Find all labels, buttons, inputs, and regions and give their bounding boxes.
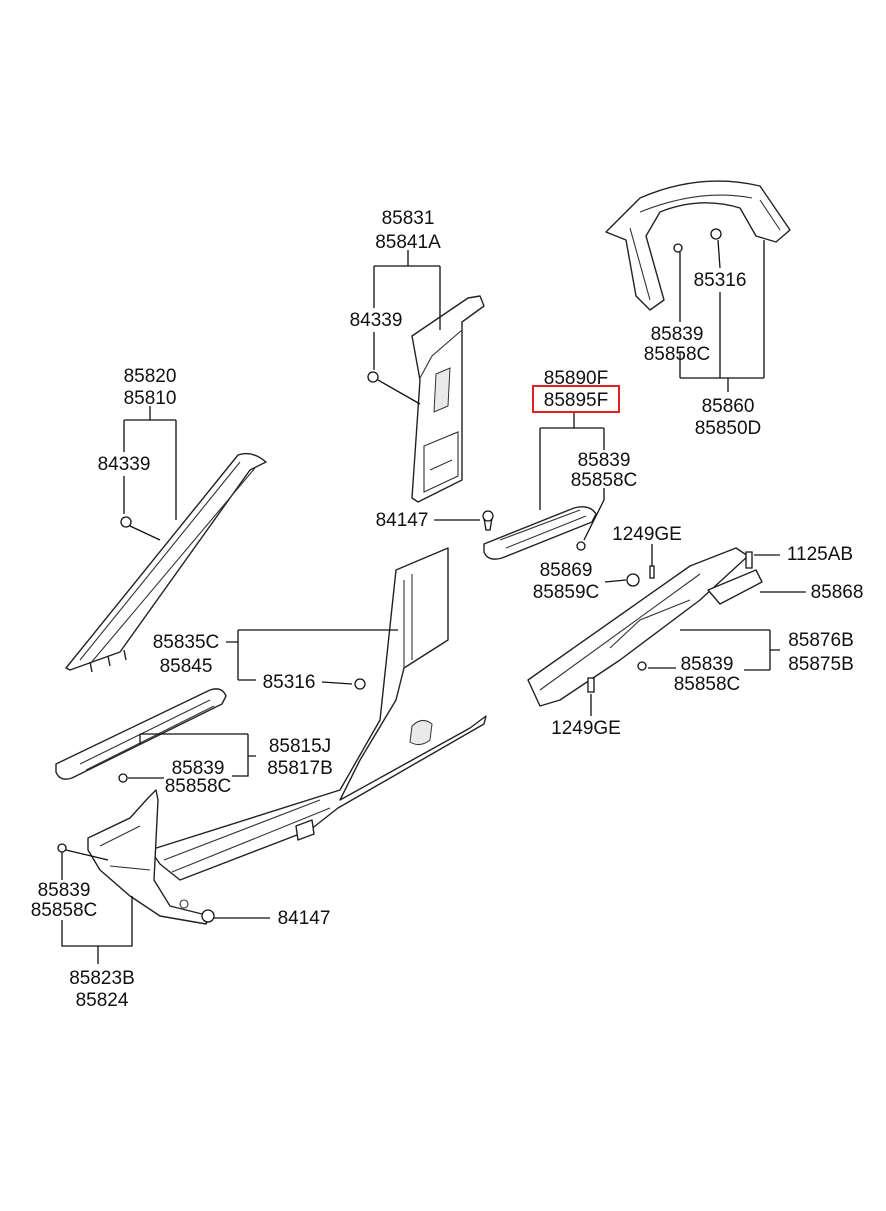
clip-84339-top xyxy=(367,371,379,383)
rear-lower-trim xyxy=(527,547,763,707)
label-85820: 85820 xyxy=(124,366,177,387)
cap-85869 xyxy=(626,573,640,587)
label-1125ab: 1125AB xyxy=(787,544,853,565)
label-85850d: 85850D xyxy=(695,418,762,439)
grommet-head-84147-mid xyxy=(482,510,494,522)
clip-85316-top xyxy=(710,228,722,240)
label-85839-right: 85839 xyxy=(681,654,734,675)
grommet-84147-low xyxy=(201,909,215,923)
clip-85839-mid xyxy=(576,541,586,551)
label-85316-mid: 85316 xyxy=(263,672,316,693)
clip-85839-right xyxy=(637,661,647,671)
label-85831: 85831 xyxy=(382,208,435,229)
leader-lines xyxy=(61,239,806,964)
label-85858c-mid: 85858C xyxy=(571,470,638,491)
label-85316-top: 85316 xyxy=(694,270,747,291)
label-1249ge-bottom: 1249GE xyxy=(551,718,621,739)
label-85859c: 85859C xyxy=(533,582,600,603)
label-85839-mid: 85839 xyxy=(578,450,631,471)
screw-1249ge-bottom xyxy=(587,677,595,693)
label-1249ge-top: 1249GE xyxy=(612,524,682,545)
cowl-side-trim xyxy=(87,789,211,925)
label-85858c-right: 85858C xyxy=(674,674,741,695)
label-85835c: 85835C xyxy=(153,632,220,653)
label-85858c-top: 85858C xyxy=(644,344,711,365)
screw-1125ab xyxy=(745,551,753,569)
label-85858c-left: 85858C xyxy=(31,900,98,921)
label-85810: 85810 xyxy=(124,388,177,409)
quarter-upper-trim xyxy=(605,180,791,311)
clip-85839-left xyxy=(57,843,67,853)
label-85890f: 85890F xyxy=(544,368,608,389)
label-85839-low: 85839 xyxy=(172,758,225,779)
label-85841a: 85841A xyxy=(375,232,441,253)
label-84147-mid: 84147 xyxy=(376,510,429,531)
label-85839-left: 85839 xyxy=(38,880,91,901)
center-pillar-lower-trim xyxy=(149,547,487,881)
label-84339-left: 84339 xyxy=(98,454,151,475)
label-85817b: 85817B xyxy=(267,758,333,779)
part-labels: 85831 85841A 84339 85820 85810 84339 841… xyxy=(31,208,864,1011)
clip-85839-low xyxy=(118,773,128,783)
label-85858c-low: 85858C xyxy=(165,776,232,797)
label-85823b: 85823B xyxy=(69,968,135,989)
fasteners xyxy=(57,228,753,923)
label-84147-low: 84147 xyxy=(278,908,331,929)
clip-84339-left xyxy=(120,516,132,528)
rear-scuff-plate xyxy=(483,506,597,560)
label-85860: 85860 xyxy=(702,396,755,417)
front-pillar-trim xyxy=(65,452,267,673)
label-85875b: 85875B xyxy=(788,654,854,675)
label-85876b: 85876B xyxy=(788,630,854,651)
highlight-box xyxy=(532,385,620,413)
label-85824: 85824 xyxy=(76,990,129,1011)
label-85845: 85845 xyxy=(160,656,213,677)
label-85815j: 85815J xyxy=(269,736,331,757)
center-pillar-upper-trim xyxy=(411,295,485,503)
clip-85839-top xyxy=(673,243,683,253)
label-85868: 85868 xyxy=(811,582,864,603)
label-85895f: 85895F xyxy=(544,390,608,411)
label-85869: 85869 xyxy=(540,560,593,581)
screw-1249ge-top xyxy=(649,565,655,579)
label-84339-top: 84339 xyxy=(350,310,403,331)
label-85839-top: 85839 xyxy=(651,324,704,345)
clip-85316-mid xyxy=(354,678,366,690)
